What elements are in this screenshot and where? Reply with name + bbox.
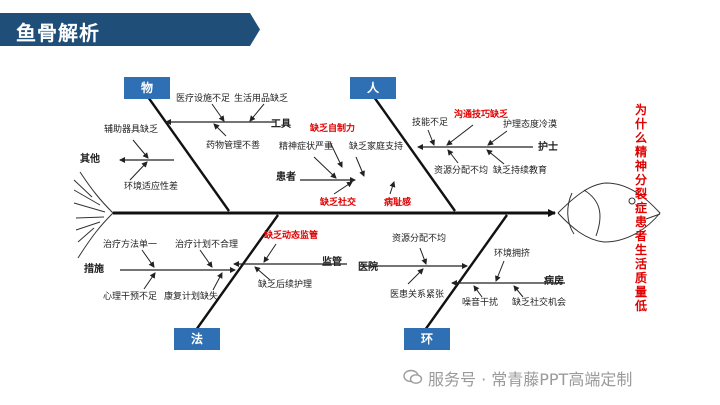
problem-statement: 为什么精神分裂症患者生活质量低 [635,103,649,313]
cause-heading: 患者 [276,172,296,183]
cause-label: 心理干预不足 [103,292,157,303]
cause-label: 缺乏持续教育 [493,166,547,177]
cause-label: 噪音干扰 [462,298,498,309]
cause-heading: 监管 [322,257,342,268]
cause-label-highlight: 缺乏动态监管 [264,231,318,242]
cause-label: 生活用品缺乏 [234,94,288,105]
category-wu: 物 [124,77,170,99]
cause-label: 环境拥挤 [494,249,530,260]
cause-label: 医患关系紧张 [390,290,444,301]
cause-label: 缺乏后续护理 [258,280,312,291]
cause-label: 精神症状严重 [279,142,333,153]
cause-heading: 护士 [538,142,558,153]
cause-label: 医疗设施不足 [176,94,230,105]
rib-ren [374,97,455,211]
cause-label: 缺乏家庭支持 [349,142,403,153]
cause-heading: 其他 [80,154,100,165]
cause-heading: 工具 [271,119,291,130]
cause-heading: 病房 [544,276,564,287]
cause-label: 辅助器具缺乏 [104,125,158,136]
cause-label: 康复计划缺失 [164,292,218,303]
cause-label: 护理态度冷漠 [503,120,557,131]
category-fa: 法 [174,328,220,350]
rib-wu [148,97,229,211]
cause-label: 药物管理不善 [206,141,260,152]
cause-heading: 措施 [84,264,104,275]
watermark-text: 服务号 · 常青藤PPT高端定制 [428,366,632,390]
cause-label: 治疗方法单一 [103,240,157,251]
cause-label: 环境适应性差 [124,182,178,193]
cause-label: 缺乏社交机会 [512,298,566,309]
cause-label: 技能不足 [412,118,448,129]
category-ren: 人 [350,77,396,99]
cause-label-highlight: 缺乏自制力 [310,124,355,135]
cause-label: 治疗计划不合理 [175,240,238,251]
wechat-icon [403,369,423,385]
cause-label-highlight: 病耻感 [384,198,411,209]
cause-label: 资源分配不均 [392,234,446,245]
cause-label-highlight: 缺乏社交 [320,198,356,209]
cause-label-highlight: 沟通技巧缺乏 [454,110,508,121]
cause-label: 资源分配不均 [434,166,488,177]
rib-huan [425,215,507,330]
category-huan: 环 [404,328,450,350]
cause-heading: 医院 [358,262,378,273]
